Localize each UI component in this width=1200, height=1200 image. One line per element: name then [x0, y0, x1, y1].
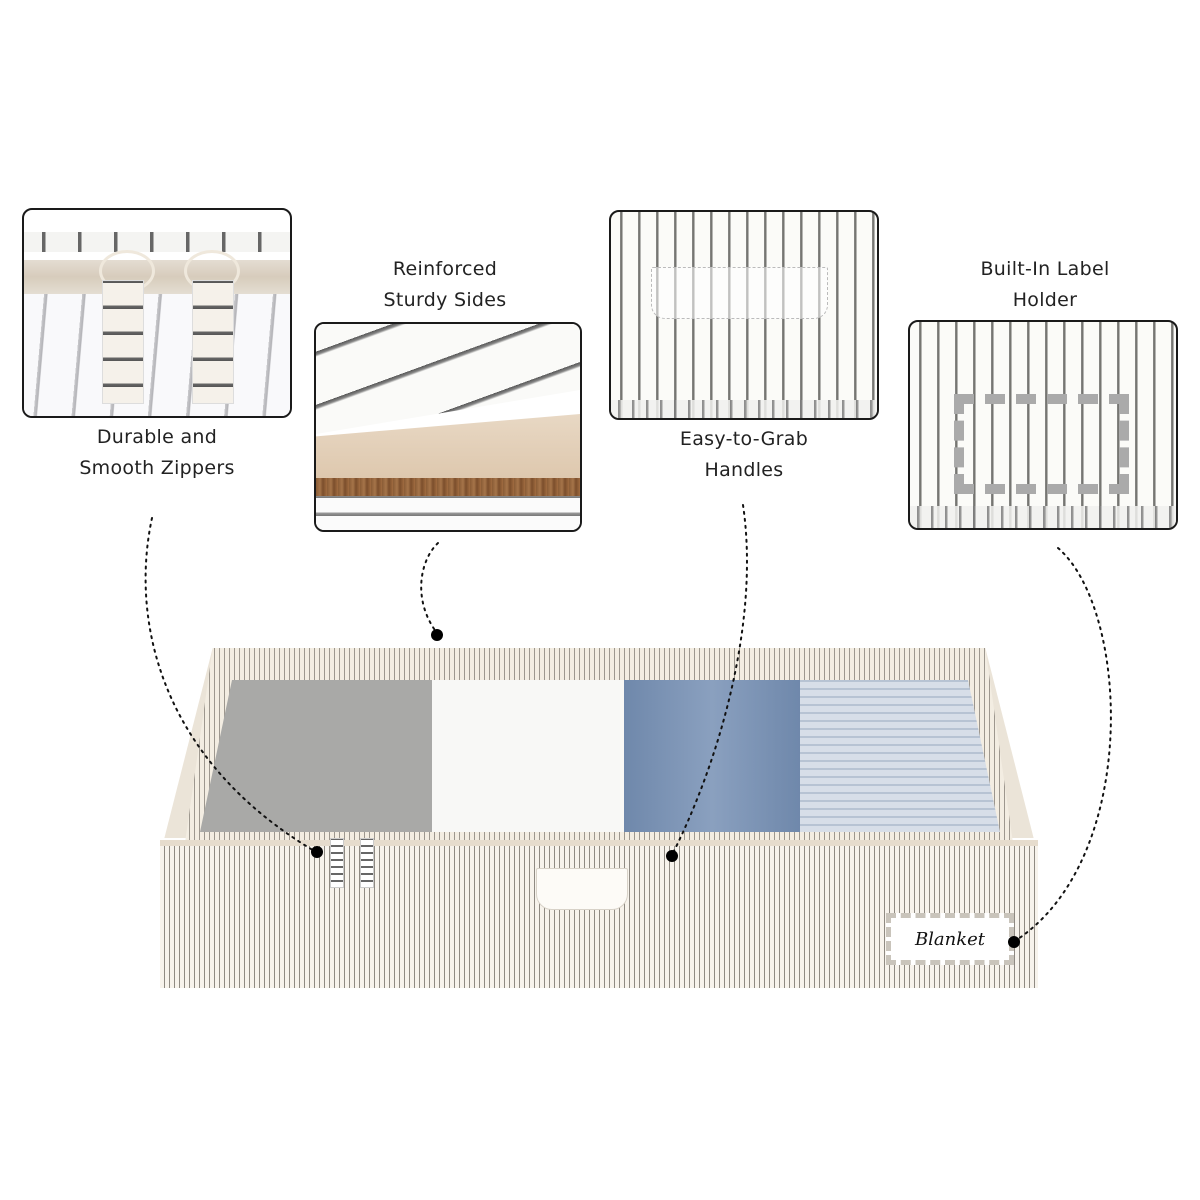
caption-line: Sturdy Sides	[383, 289, 507, 311]
leader-sides	[420, 542, 439, 634]
label-text: Blanket	[914, 928, 986, 950]
caption-line: Handles	[704, 459, 784, 481]
callout-dot	[431, 629, 443, 641]
zipper-pull	[330, 838, 344, 888]
compartment-blue	[624, 680, 800, 832]
compartment-grey	[200, 680, 432, 832]
zipper-pull	[192, 280, 234, 404]
striped-fabric	[24, 294, 290, 416]
callout-dot	[1008, 936, 1020, 948]
compartment-white	[432, 680, 624, 832]
callout-dot	[666, 850, 678, 862]
sides-detail-image	[314, 322, 582, 532]
caption-line: Durable and	[96, 426, 218, 448]
label-holder-detail-image	[908, 320, 1178, 530]
fabric-hem	[910, 506, 1176, 528]
fabric-hem	[611, 400, 877, 418]
caption-line: Smooth Zippers	[79, 457, 235, 479]
leader-handles	[671, 504, 748, 856]
feature-caption-handles: Easy-to-Grab Handles	[609, 424, 879, 486]
storage-bag-product: Blanket	[160, 648, 1038, 988]
leader-label	[1014, 547, 1112, 942]
handle	[651, 267, 828, 319]
caption-line: Built-In Label	[980, 258, 1110, 280]
leader-zippers	[144, 517, 317, 853]
zipper-teeth	[24, 232, 290, 252]
feature-caption-zippers: Durable and Smooth Zippers	[22, 422, 292, 484]
caption-line: Holder	[1012, 289, 1078, 311]
zipper-pull	[360, 838, 374, 888]
label-frame	[954, 394, 1129, 494]
striped-fabric	[316, 496, 580, 530]
caption-line: Easy-to-Grab	[679, 428, 809, 450]
handle-detail-image	[609, 210, 879, 420]
compartment-light-blue	[800, 680, 1000, 832]
feature-caption-label: Built-In Label Holder	[900, 254, 1190, 316]
zipper-pull	[102, 280, 144, 404]
callout-dot	[311, 846, 323, 858]
board-edge	[316, 478, 580, 496]
zipper-detail-image	[22, 208, 292, 418]
zipper-tape	[24, 260, 290, 294]
feature-caption-sides: Reinforced Sturdy Sides	[300, 254, 590, 316]
caption-line: Reinforced	[392, 258, 498, 280]
front-handle	[536, 868, 628, 910]
clear-window	[200, 680, 1000, 832]
